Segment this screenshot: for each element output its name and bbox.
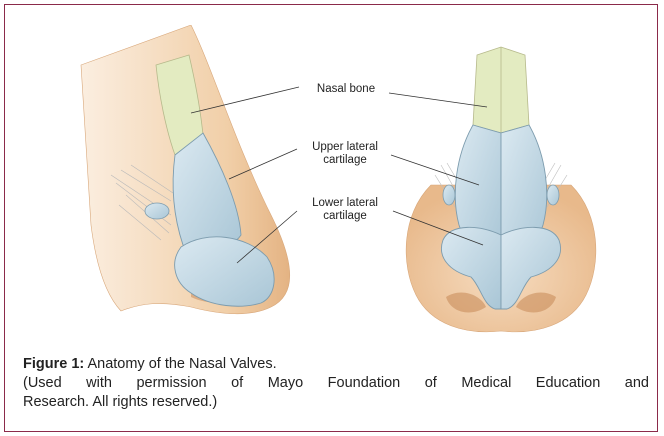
frontal-sesamoid-left [443,185,455,205]
caption-credit-line1: (Used with permission of Mayo Foundation… [23,374,649,393]
label-upper-lateral-line2: cartilage [295,154,395,167]
caption-figure-number: Figure 1: [23,356,84,372]
caption-title: Anatomy of the Nasal Valves. [84,356,276,372]
caption-credit-line2: Research. All rights reserved.) [23,393,649,412]
frontal-sesamoid-right [547,185,559,205]
label-lower-lateral-cartilage: Lower lateral cartilage [295,197,395,223]
figure-frame: Nasal bone Upper lateral cartilage Lower… [4,4,658,432]
lateral-sesamoid [145,203,169,219]
label-upper-lateral-line1: Upper lateral [295,141,395,154]
nasal-anatomy-illustration [71,25,611,349]
label-lower-lateral-line1: Lower lateral [295,197,395,210]
figure-caption: Figure 1: Anatomy of the Nasal Valves. (… [23,355,649,412]
label-lower-lateral-line2: cartilage [295,210,395,223]
caption-title-line: Figure 1: Anatomy of the Nasal Valves. [23,355,649,374]
label-upper-lateral-cartilage: Upper lateral cartilage [295,141,395,167]
label-nasal-bone: Nasal bone [301,83,391,96]
